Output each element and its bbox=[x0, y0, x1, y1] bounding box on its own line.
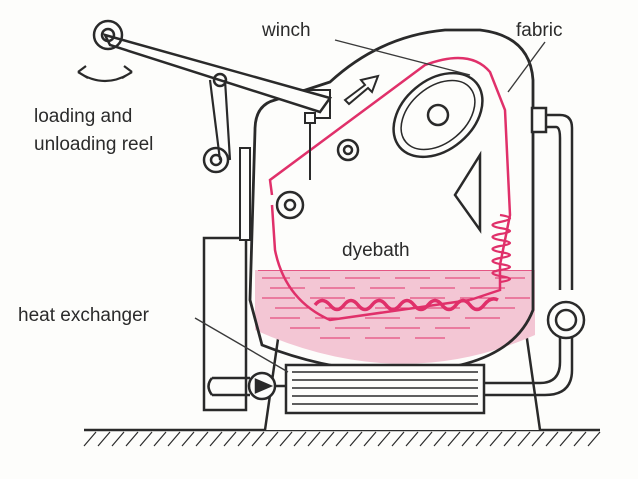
divider-plate bbox=[453, 150, 482, 234]
fabric-down-path bbox=[270, 204, 471, 322]
heat-exchanger bbox=[284, 363, 486, 415]
side-panel bbox=[239, 147, 251, 241]
loading-reel-mechanism bbox=[92, 19, 333, 174]
pump bbox=[207, 371, 286, 401]
floor bbox=[83, 428, 601, 447]
gate-block bbox=[304, 112, 316, 124]
guide-roller-upper bbox=[336, 138, 360, 162]
circulation-pipe bbox=[480, 106, 586, 397]
gate-flap bbox=[300, 89, 331, 180]
rotation-arrow-icon bbox=[77, 65, 133, 83]
label-loading-line1: loading and bbox=[34, 106, 132, 127]
leader-lines bbox=[194, 39, 546, 373]
fabric-loop bbox=[268, 56, 512, 302]
guide-roller-lower bbox=[275, 190, 305, 220]
direction-arrow bbox=[343, 74, 380, 106]
label-heat-exchanger: heat exchanger bbox=[18, 305, 150, 326]
label-fabric: fabric bbox=[516, 20, 562, 41]
support-column bbox=[202, 236, 248, 412]
fabric-folds bbox=[313, 297, 499, 312]
winch bbox=[392, 71, 484, 159]
label-dyebath: dyebath bbox=[342, 240, 410, 261]
label-loading-line2: unloading reel bbox=[34, 134, 153, 155]
fabric-zigzag bbox=[491, 213, 512, 284]
label-winch: winch bbox=[261, 20, 311, 41]
